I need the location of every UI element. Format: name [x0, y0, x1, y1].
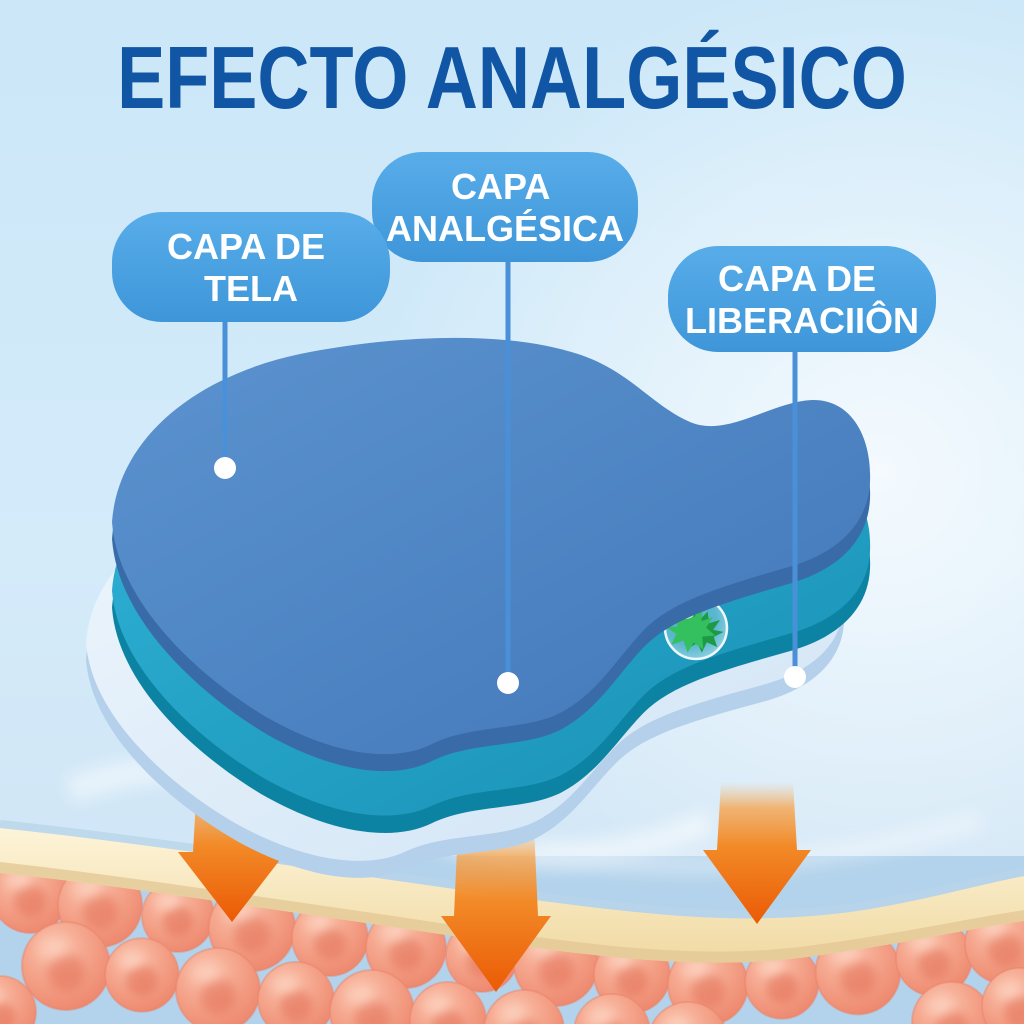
- leader-dot-release: [784, 666, 806, 688]
- leader-dots: [214, 457, 806, 694]
- callout-label: CAPA DE TELA: [167, 226, 335, 309]
- callouts: CAPA ANALGÉSICA CAPA DE TELA CAPA DE LIB…: [112, 152, 936, 352]
- leader-dot-analgesic: [497, 672, 519, 694]
- page-title: EFECTO ANALGÉSICO: [117, 29, 907, 127]
- callout-label: CAPA DE LIBERACIIÔN: [685, 258, 919, 341]
- callout-label: CAPA ANALGÉSICA: [386, 166, 624, 249]
- arrow-down-right: [703, 782, 811, 924]
- callout-bubble: [668, 246, 936, 352]
- callout-fabric-layer: CAPA DE TELA: [112, 212, 390, 322]
- arrow-down-center: [441, 826, 551, 992]
- callout-release-layer: CAPA DE LIBERACIIÔN: [668, 246, 936, 352]
- leader-dot-fabric: [214, 457, 236, 479]
- callout-bubble: [112, 212, 390, 322]
- fat-cell: [105, 938, 179, 1012]
- fat-cell: [22, 922, 110, 1010]
- callout-bubble: [372, 152, 638, 262]
- fat-cell: [176, 948, 260, 1024]
- leader-lines: [222, 260, 798, 683]
- callout-analgesic-layer: CAPA ANALGÉSICA: [372, 152, 638, 262]
- header: EFECTO ANALGÉSICO: [117, 29, 907, 127]
